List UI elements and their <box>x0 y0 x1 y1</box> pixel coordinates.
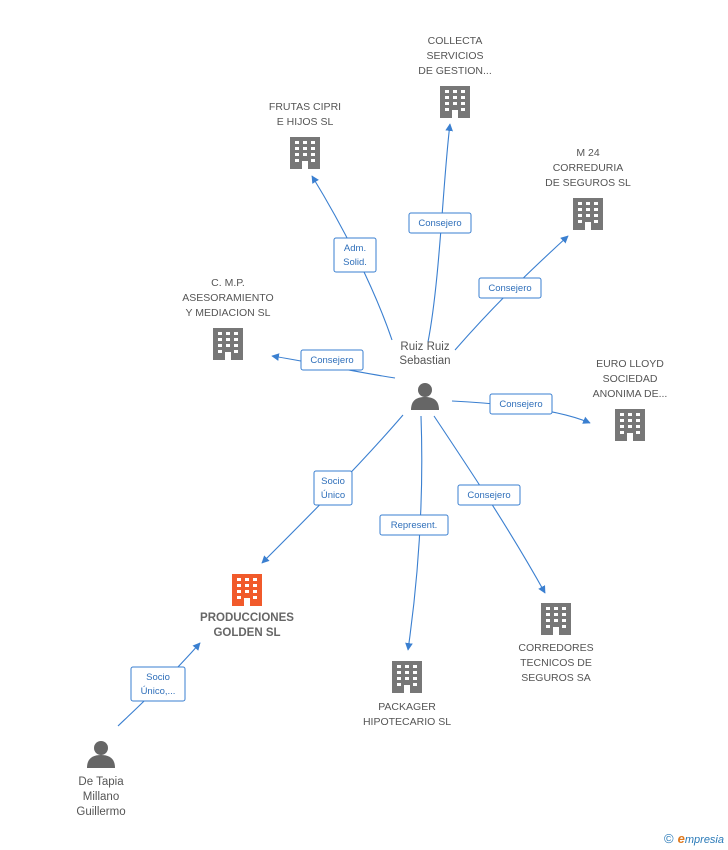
building-icon <box>232 574 262 606</box>
company-name-line: Y MEDIACION SL <box>186 307 271 319</box>
person-name-line: De Tapia <box>78 776 124 788</box>
company-node-frutas[interactable]: FRUTAS CIPRI E HIJOS SL <box>269 101 341 169</box>
building-icon <box>213 328 243 360</box>
edges-layer <box>117 123 591 727</box>
company-name-line: GOLDEN SL <box>213 627 280 639</box>
e-packager-line <box>405 415 423 651</box>
company-name-line: CORREDORES <box>518 642 593 654</box>
company-name-line: PACKAGER <box>378 701 436 713</box>
e-m24-label[interactable]: Consejero <box>478 277 542 299</box>
edge-label-text: Represent. <box>391 520 437 531</box>
edge-label-text: Consejero <box>499 399 542 410</box>
company-name-line: SOCIEDAD <box>603 373 658 385</box>
e-euro-label[interactable]: Consejero <box>489 393 553 415</box>
building-icon <box>440 86 470 118</box>
company-name-line: CORREDURIA <box>553 162 624 174</box>
company-name-line: C. M.P. <box>211 277 245 289</box>
company-node-producciones[interactable]: PRODUCCIONES GOLDEN SL <box>200 574 294 639</box>
edge-label-text: Socio <box>146 672 170 683</box>
company-name-line: SERVICIOS <box>427 50 484 62</box>
edge-label-text: Consejero <box>310 355 353 366</box>
e-frutas-label[interactable]: Adm. Solid. <box>333 237 377 273</box>
building-icon <box>392 661 422 693</box>
center-person-name-line: Ruiz Ruiz <box>400 341 449 353</box>
person-name-line: Millano <box>83 791 119 803</box>
company-name-line: ANONIMA DE... <box>593 388 668 400</box>
company-node-cmp[interactable]: C. M.P. ASESORAMIENTO Y MEDIACION SL <box>182 277 274 360</box>
company-name-line: FRUTAS CIPRI <box>269 101 341 113</box>
building-icon <box>290 137 320 169</box>
edge-label-text: Consejero <box>418 218 461 229</box>
company-name-line: ASESORAMIENTO <box>182 292 273 304</box>
company-node-collecta[interactable]: COLLECTA SERVICIOS DE GESTION... <box>418 35 492 118</box>
center-person-name-line: Sebastian <box>399 355 450 367</box>
edge-label-text: Solid. <box>343 257 367 268</box>
building-icon <box>615 409 645 441</box>
person-name-line: Guillermo <box>76 806 125 818</box>
company-name-line: PRODUCCIONES <box>200 612 294 624</box>
e-corredores-label[interactable]: Consejero <box>457 484 521 506</box>
person-icon <box>411 383 439 410</box>
company-name-line: M 24 <box>576 147 600 159</box>
company-name-line: HIPOTECARIO SL <box>363 716 451 728</box>
edge-label-text: Consejero <box>488 283 531 294</box>
company-name-line: DE SEGUROS SL <box>545 177 631 189</box>
company-node-corredores[interactable]: CORREDORES TECNICOS DE SEGUROS SA <box>518 603 594 684</box>
company-node-m24[interactable]: M 24 CORREDURIA DE SEGUROS SL <box>545 147 631 230</box>
edge-label-text: Único,... <box>141 686 176 697</box>
edge-label-text: Consejero <box>467 490 510 501</box>
company-node-euro[interactable]: EURO LLOYD SOCIEDAD ANONIMA DE... <box>593 358 668 441</box>
e-cmp-label[interactable]: Consejero <box>300 349 364 371</box>
building-icon <box>573 198 603 230</box>
person-icon <box>87 741 115 768</box>
edge-labels-layer: ConsejeroAdm.Solid.ConsejeroConsejeroCon… <box>130 212 553 702</box>
edge-label-text: Socio <box>321 476 345 487</box>
e-detapia-label[interactable]: SocioÚnico,... <box>130 666 186 702</box>
e-packager-label[interactable]: Represent. <box>379 514 449 536</box>
company-name-line: DE GESTION... <box>418 65 492 77</box>
company-name-line: E HIJOS SL <box>277 116 334 128</box>
company-name-line: TECNICOS DE <box>520 657 592 669</box>
e-collecta-label[interactable]: Consejero <box>408 212 472 234</box>
edge-label-text: Adm. <box>344 243 366 254</box>
copyright-symbol: © <box>664 831 674 846</box>
company-name-line: EURO LLOYD <box>596 358 664 370</box>
edge-label-text: Único <box>321 490 345 501</box>
company-name-line: COLLECTA <box>428 35 483 47</box>
building-icon <box>541 603 571 635</box>
nodes-layer: COLLECTA SERVICIOS DE GESTION... FRUTAS CIP… <box>76 35 667 818</box>
brand-logo: empresia <box>677 831 724 846</box>
company-node-packager[interactable]: PACKAGER HIPOTECARIO SL <box>363 661 451 728</box>
footer-brand[interactable]: © empresia <box>664 831 724 846</box>
company-name-line: SEGUROS SA <box>521 672 590 684</box>
